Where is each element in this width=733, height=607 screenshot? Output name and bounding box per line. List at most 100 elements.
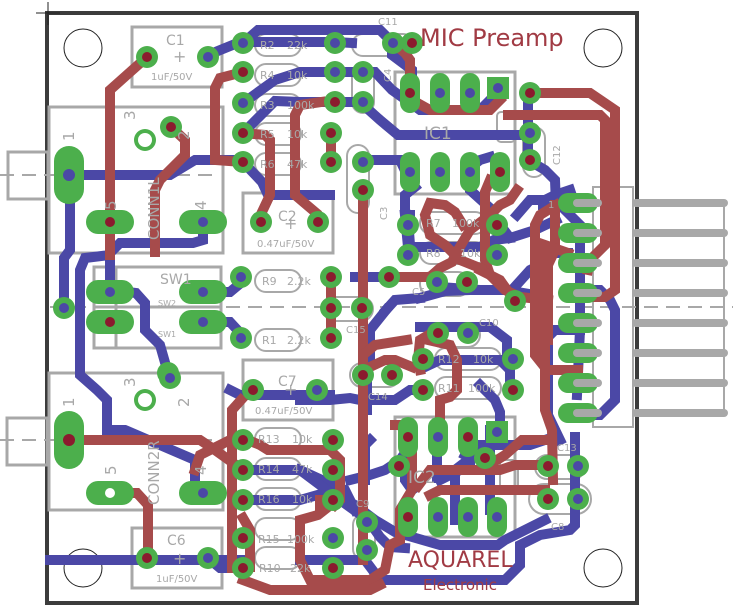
- drill-hole: [543, 461, 553, 471]
- conn2r-pin3: 3: [121, 377, 139, 387]
- drill-hole: [463, 512, 473, 522]
- r6-value: 47k: [287, 158, 308, 171]
- silk-labels: C1 + 1uF/50V C6 + 1uF/50V C2 + 0.47uF/50…: [60, 17, 577, 585]
- drill-hole: [463, 328, 473, 338]
- drill-hole: [328, 495, 338, 505]
- conn1l-pin4: 4: [192, 200, 210, 210]
- drill-hole: [358, 185, 368, 195]
- drill-hole: [573, 349, 581, 357]
- drill-hole: [198, 287, 208, 297]
- r8-label: R8: [426, 247, 441, 260]
- drill-hole: [358, 370, 368, 380]
- drill-hole: [198, 217, 208, 227]
- r8-value: 10k: [460, 247, 481, 260]
- c7-label: C7: [278, 374, 297, 390]
- drill-hole: [510, 296, 520, 306]
- c13-label: C13: [557, 443, 577, 454]
- drill-hole: [313, 217, 323, 227]
- c10-label: C10: [479, 318, 499, 329]
- c14-label: C14: [368, 392, 388, 403]
- drill-hole: [525, 128, 535, 138]
- c6-value: 1uF/50V: [156, 574, 198, 585]
- drill-hole: [432, 277, 442, 287]
- drill-hole: [59, 303, 69, 313]
- r1-value: 2.2k: [287, 334, 311, 347]
- drill-hole: [326, 128, 336, 138]
- c2-label: C2: [278, 209, 297, 225]
- c2-value: 0.47uF/50V: [257, 239, 314, 250]
- drill-hole: [142, 52, 152, 62]
- drill-hole: [238, 38, 248, 48]
- c8-label: C8: [551, 522, 564, 533]
- drill-hole: [328, 435, 338, 445]
- drill-hole: [312, 385, 322, 395]
- header-pin1-label: 1: [548, 200, 554, 211]
- conn1l-pin5: 5: [102, 200, 120, 210]
- drill-hole: [198, 317, 208, 327]
- r16-value: 10k: [292, 493, 313, 506]
- brand-name: AQUAREL: [408, 548, 513, 573]
- r10-label: R10: [259, 562, 281, 575]
- drill-hole: [203, 52, 213, 62]
- drill-hole: [105, 317, 115, 327]
- drill-hole: [166, 122, 176, 132]
- drill-hole: [492, 250, 502, 260]
- sw2-sublabel: SW2: [158, 299, 176, 308]
- r11-label: R11: [438, 382, 460, 395]
- conn2r-pin5: 5: [102, 465, 120, 475]
- conn2r-pin2: 2: [175, 397, 193, 407]
- r6-label: R6: [260, 158, 275, 171]
- r5-label: R5: [260, 128, 275, 141]
- r15-value: 100k: [287, 533, 315, 546]
- drill-hole: [433, 512, 443, 522]
- drill-hole: [573, 289, 581, 297]
- drill-hole: [203, 553, 213, 563]
- drill-hole: [138, 393, 152, 407]
- c7-plus: +: [284, 380, 297, 399]
- conn2r-pin4: 4: [192, 465, 210, 475]
- drill-hole: [358, 67, 368, 77]
- c1-plus: +: [173, 47, 186, 66]
- drill-hole: [405, 88, 415, 98]
- drill-hole: [238, 67, 248, 77]
- drill-hole: [493, 83, 503, 93]
- drill-hole: [238, 98, 248, 108]
- c3-label: C3: [379, 207, 390, 220]
- drill-hole: [105, 488, 115, 498]
- drill-hole: [403, 250, 413, 260]
- c11-label: C11: [378, 17, 398, 28]
- r7-value: 100k: [452, 217, 480, 230]
- drill-hole: [573, 409, 581, 417]
- drill-hole: [330, 38, 340, 48]
- drill-hole: [573, 319, 581, 327]
- drill-hole: [105, 217, 115, 227]
- drill-hole: [407, 38, 417, 48]
- drill-hole: [362, 545, 372, 555]
- c6-plus: +: [173, 549, 186, 568]
- r12-value: 10k: [473, 353, 494, 366]
- mounting-hole-br: [583, 548, 623, 588]
- drill-hole: [573, 259, 581, 267]
- c1-label: C1: [166, 33, 185, 49]
- drill-hole: [387, 370, 397, 380]
- drill-hole: [492, 220, 502, 230]
- sw1-label: SW1: [160, 272, 192, 288]
- drill-hole: [492, 512, 502, 522]
- drill-hole: [480, 453, 490, 463]
- drill-hole: [525, 155, 535, 165]
- drill-hole: [236, 333, 246, 343]
- drill-hole: [462, 277, 472, 287]
- r14-value: 47k: [292, 463, 313, 476]
- drill-hole: [63, 434, 75, 446]
- drill-hole: [357, 303, 367, 313]
- r10-value: 22k: [290, 562, 311, 575]
- r3-value: 100k: [287, 99, 315, 112]
- c4-label: C4: [383, 69, 394, 82]
- drill-hole: [238, 157, 248, 167]
- c12-label: C12: [552, 145, 563, 165]
- drill-hole: [326, 272, 336, 282]
- drill-hole: [328, 533, 338, 543]
- drill-hole: [256, 217, 266, 227]
- drill-hole: [508, 385, 518, 395]
- r5-value: 10k: [287, 128, 308, 141]
